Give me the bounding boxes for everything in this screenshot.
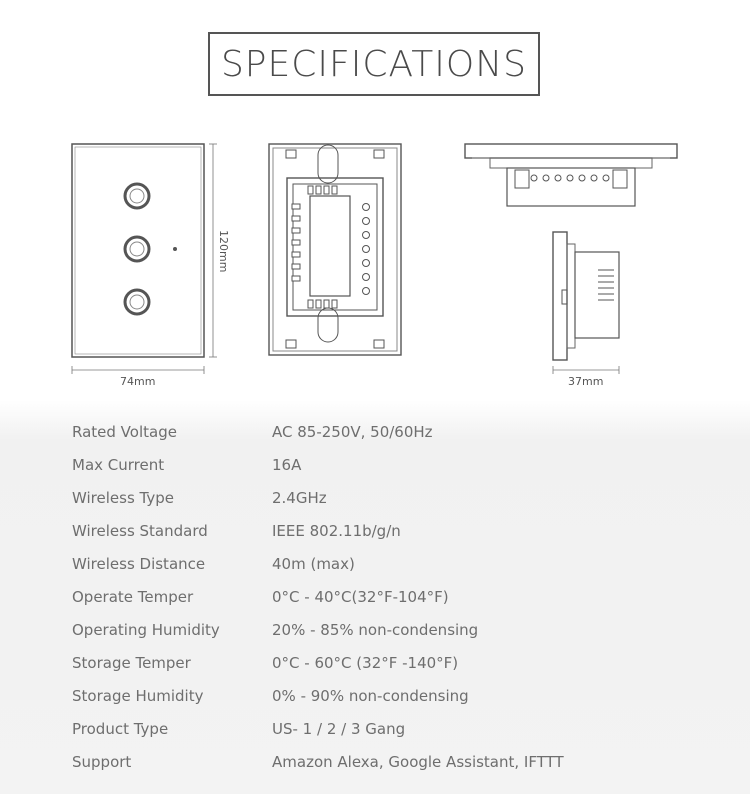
- spec-row: Wireless Distance 40m (max): [0, 555, 750, 588]
- spec-row: Wireless Type 2.4GHz: [0, 489, 750, 522]
- spec-row: Storage Humidity 0% - 90% non-condensing: [0, 687, 750, 720]
- page-title: SPECIFICATIONS: [220, 43, 528, 85]
- spec-value: 0°C - 40°C(32°F-104°F): [272, 588, 449, 606]
- width-dimension-label: 74mm: [120, 375, 155, 388]
- spec-label: Product Type: [72, 720, 169, 738]
- back-view-drawing: [268, 143, 402, 356]
- side-view-drawing: [552, 231, 620, 374]
- spec-row: Storage Temper 0°C - 60°C (32°F -140°F): [0, 654, 750, 687]
- spec-value: Amazon Alexa, Google Assistant, IFTTT: [272, 753, 564, 771]
- spec-label: Wireless Standard: [72, 522, 208, 540]
- spec-label: Wireless Type: [72, 489, 174, 507]
- depth-dimension-label: 37mm: [568, 375, 603, 388]
- spec-row: Support Amazon Alexa, Google Assistant, …: [0, 753, 750, 786]
- touch-button-icon: [123, 182, 151, 210]
- spec-value: 20% - 85% non-condensing: [272, 621, 479, 639]
- spec-label: Wireless Distance: [72, 555, 206, 573]
- touch-button-icon: [123, 288, 151, 316]
- spec-label: Storage Humidity: [72, 687, 204, 705]
- spec-value: 0% - 90% non-condensing: [272, 687, 469, 705]
- spec-label: Max Current: [72, 456, 165, 474]
- specifications-table: Rated Voltage AC 85-250V, 50/60Hz Max Cu…: [0, 400, 750, 794]
- front-view-drawing: [71, 143, 217, 374]
- indicator-dot-icon: [173, 247, 177, 251]
- spec-row: Operate Temper 0°C - 40°C(32°F-104°F): [0, 588, 750, 621]
- title-box: SPECIFICATIONS: [208, 32, 540, 96]
- spec-value: 0°C - 60°C (32°F -140°F): [272, 654, 459, 672]
- spec-value: 16A: [272, 456, 302, 474]
- spec-value: AC 85-250V, 50/60Hz: [272, 423, 433, 441]
- spec-value: US- 1 / 2 / 3 Gang: [272, 720, 406, 738]
- spec-row: Operating Humidity 20% - 85% non-condens…: [0, 621, 750, 654]
- spec-value: IEEE 802.11b/g/n: [272, 522, 401, 540]
- spec-row: Rated Voltage AC 85-250V, 50/60Hz: [0, 423, 750, 456]
- spec-value: 2.4GHz: [272, 489, 327, 507]
- spec-row: Max Current 16A: [0, 456, 750, 489]
- technical-drawings: 120mm 74mm 37mm: [71, 143, 678, 388]
- height-dimension-label: 120mm: [217, 230, 230, 272]
- spec-label: Operating Humidity: [72, 621, 220, 639]
- touch-button-icon: [123, 235, 151, 263]
- top-view-drawing: [464, 143, 678, 207]
- spec-label: Operate Temper: [72, 588, 194, 606]
- spec-label: Support: [72, 753, 132, 771]
- spec-value: 40m (max): [272, 555, 355, 573]
- spec-label: Storage Temper: [72, 654, 191, 672]
- spec-row: Wireless Standard IEEE 802.11b/g/n: [0, 522, 750, 555]
- spec-row: Product Type US- 1 / 2 / 3 Gang: [0, 720, 750, 753]
- spec-label: Rated Voltage: [72, 423, 177, 441]
